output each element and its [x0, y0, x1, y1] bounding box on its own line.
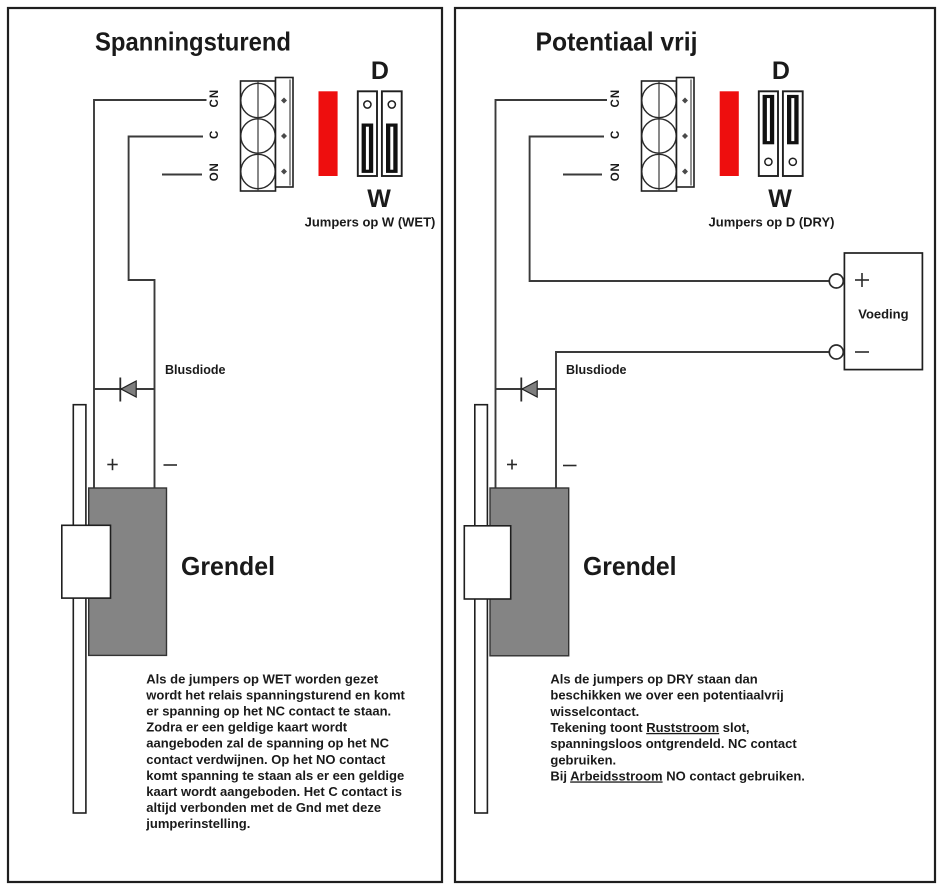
svg-text:Als de jumpers op WET worden g: Als de jumpers op WET worden gezet [146, 671, 379, 686]
svg-text:W: W [367, 185, 391, 213]
svg-text:komt spanning te staan als er: komt spanning te staan als er een geldig… [146, 768, 404, 783]
svg-text:D: D [371, 57, 389, 85]
svg-text:Zodra er een geldige kaart wor: Zodra er een geldige kaart wordt [146, 720, 347, 735]
svg-text:Potentiaal vrij: Potentiaal vrij [536, 27, 698, 57]
svg-text:jumperinstelling.: jumperinstelling. [145, 816, 250, 831]
svg-text:Bij Arbeidsstroom NO contact g: Bij Arbeidsstroom NO contact gebruiken. [550, 768, 805, 783]
svg-text:wordt het relais spanningsture: wordt het relais spanningsturend en komt [145, 687, 405, 702]
svg-text:O: O [610, 172, 622, 181]
svg-text:Grendel: Grendel [583, 551, 677, 581]
svg-text:Grendel: Grendel [181, 551, 275, 581]
svg-text:N: N [209, 90, 221, 98]
svg-text:aangeboden zal de spanning op: aangeboden zal de spanning op het NC [146, 736, 389, 751]
svg-text:N: N [209, 163, 221, 171]
svg-text:C: C [209, 131, 221, 139]
svg-text:er spanning op het NC contact: er spanning op het NC contact te staan. [146, 704, 391, 719]
svg-text:C: C [610, 99, 622, 107]
svg-text:W: W [768, 185, 792, 213]
svg-text:Tekening toont Ruststroom slot: Tekening toont Ruststroom slot, [550, 720, 749, 735]
svg-text:Jumpers op D (DRY): Jumpers op D (DRY) [709, 214, 835, 229]
svg-text:Spanningsturend: Spanningsturend [95, 27, 291, 57]
svg-text:contact verdwijnen. Op het NO: contact verdwijnen. Op het NO contact [146, 752, 386, 767]
svg-text:N: N [610, 90, 622, 98]
svg-text:Blusdiode: Blusdiode [165, 362, 226, 377]
svg-text:gebruiken.: gebruiken. [550, 752, 616, 767]
svg-text:Jumpers op W (WET): Jumpers op W (WET) [305, 214, 436, 229]
svg-text:D: D [772, 57, 790, 85]
svg-text:C: C [610, 131, 622, 139]
svg-text:Blusdiode: Blusdiode [566, 362, 627, 377]
svg-text:C: C [209, 99, 221, 107]
svg-text:altijd verbonden met de Gnd me: altijd verbonden met de Gnd met deze [146, 800, 381, 815]
svg-text:wisselcontact.: wisselcontact. [549, 704, 639, 719]
svg-text:spanningsloos ontgrendeld. NC: spanningsloos ontgrendeld. NC contact [550, 736, 797, 751]
svg-text:Voeding: Voeding [858, 307, 908, 322]
svg-text:kaart wordt aangeboden. Het C: kaart wordt aangeboden. Het C contact is [146, 784, 402, 799]
svg-text:Als de jumpers op DRY staan da: Als de jumpers op DRY staan dan [550, 672, 757, 687]
svg-text:beschikken we over een potenti: beschikken we over een potentiaalvrij [550, 688, 783, 703]
svg-text:O: O [209, 172, 221, 181]
svg-text:N: N [610, 163, 622, 171]
